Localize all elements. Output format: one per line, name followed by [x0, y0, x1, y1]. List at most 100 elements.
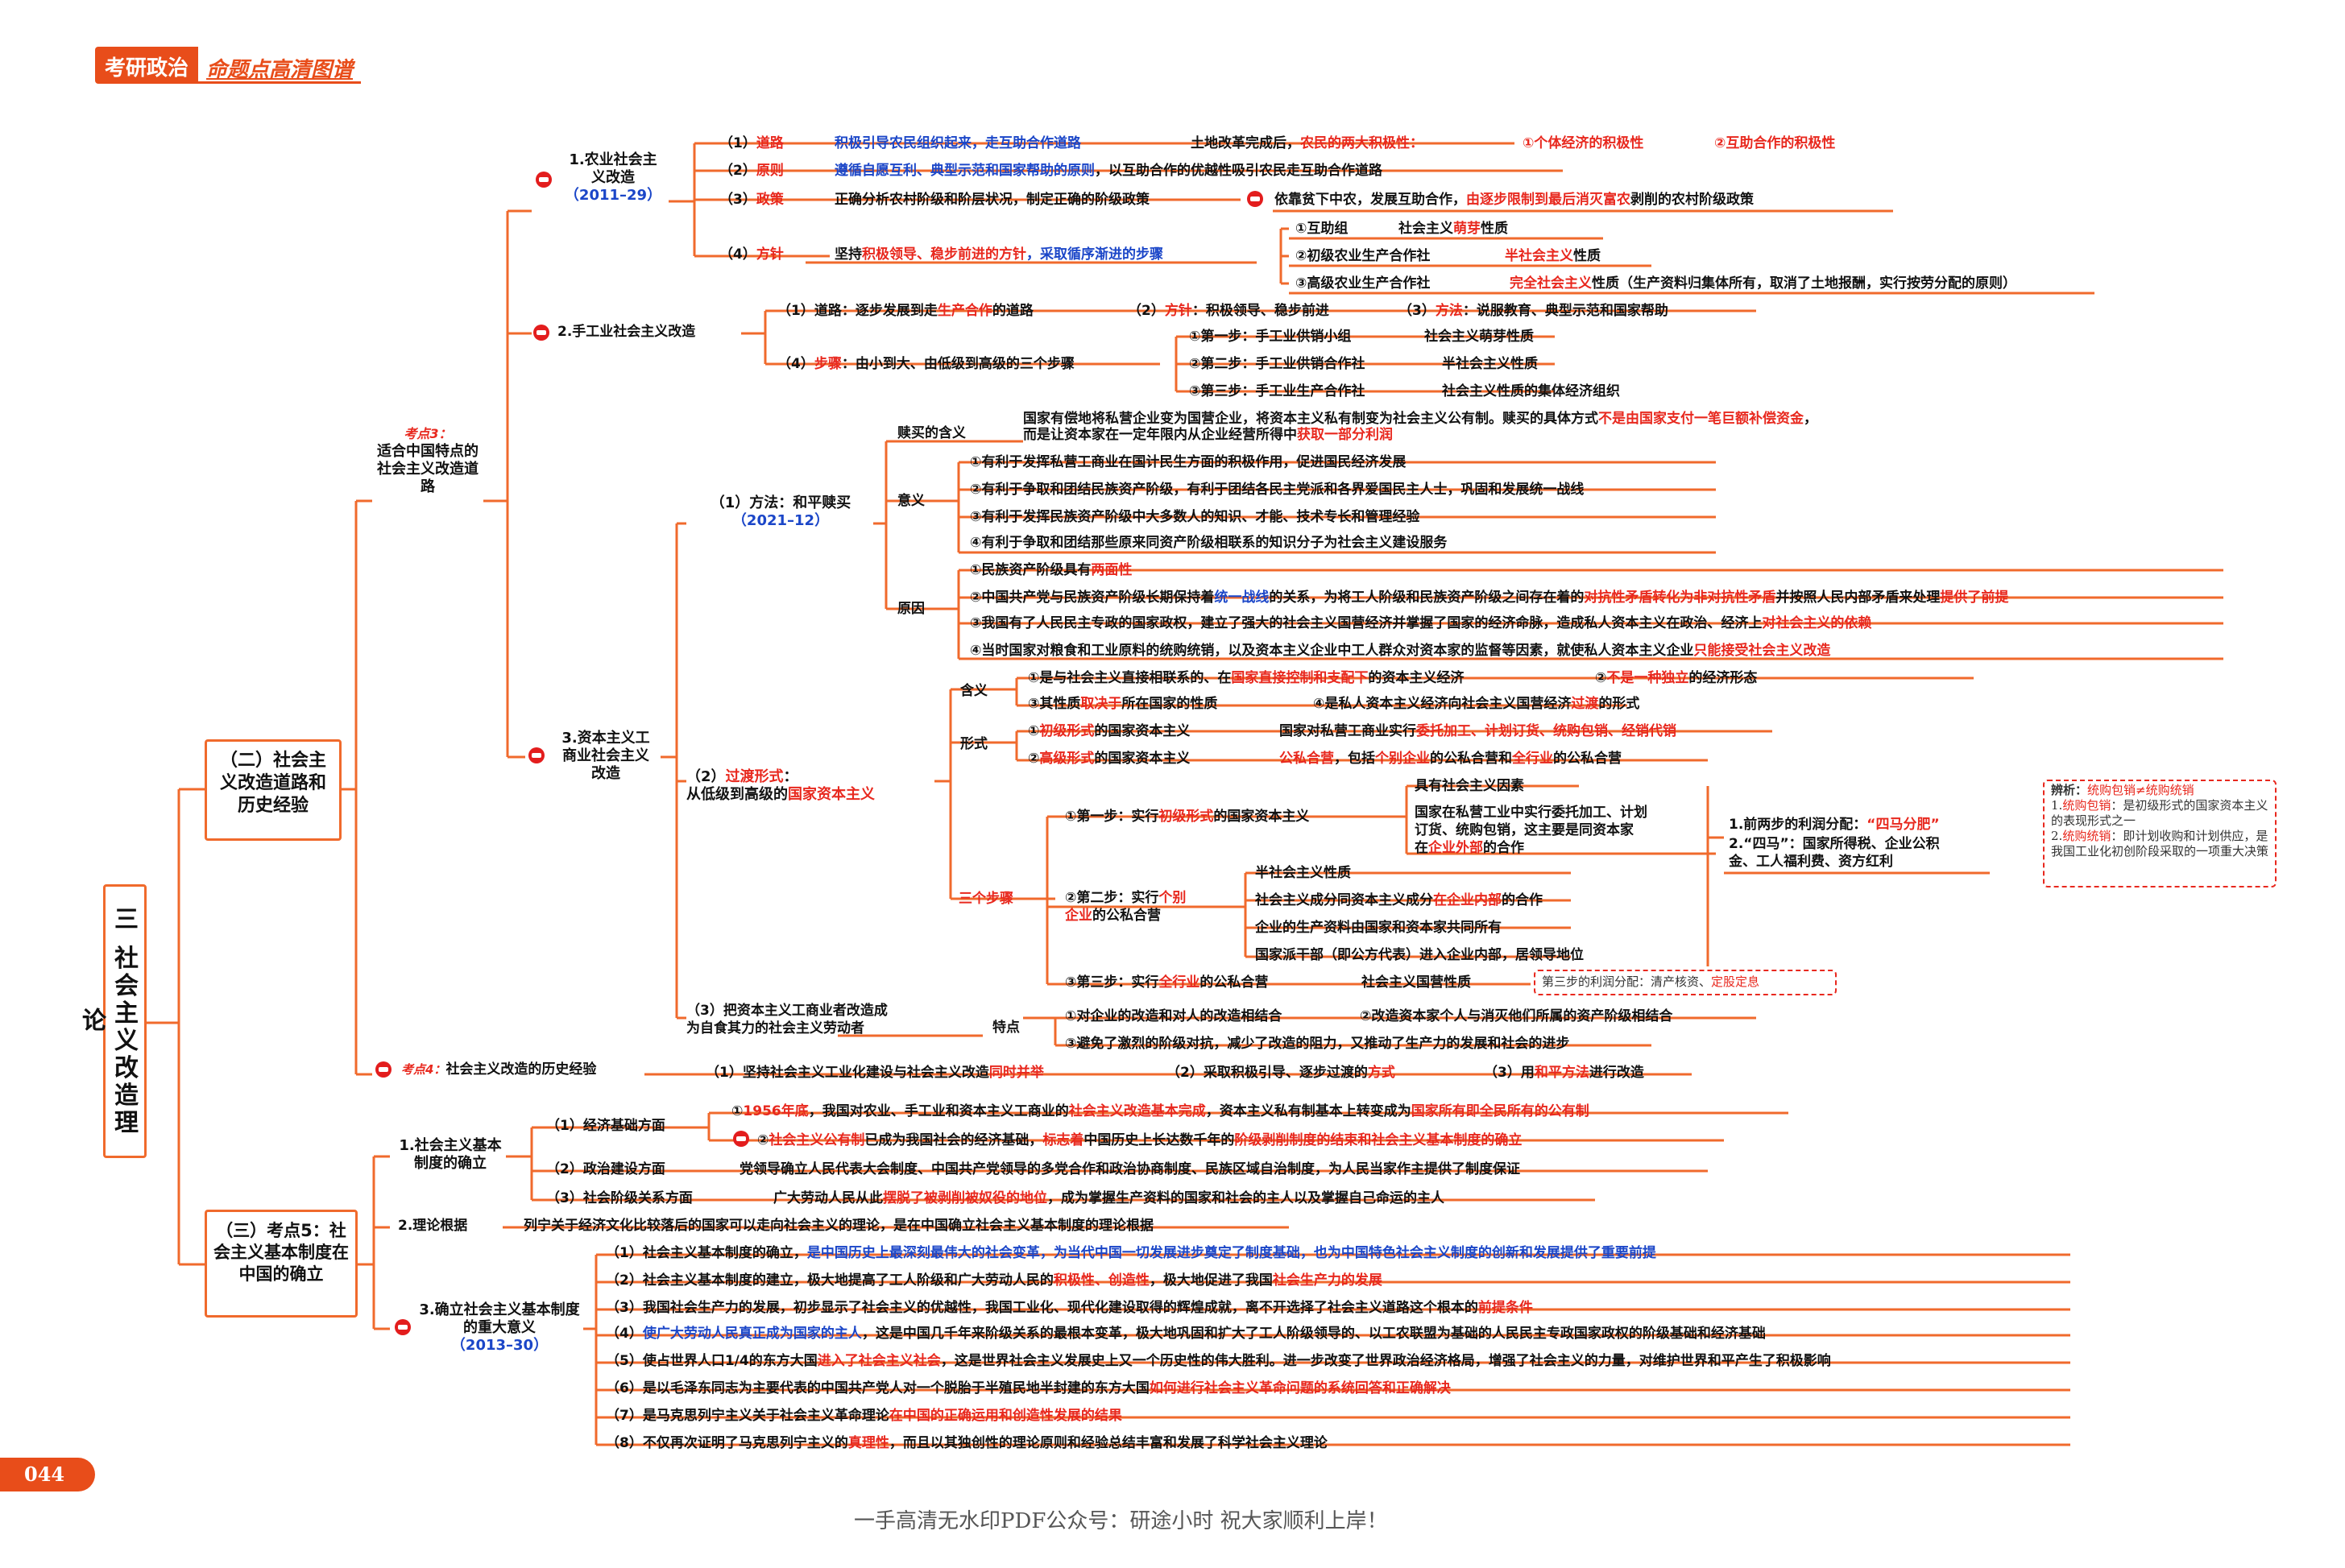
eco-item-2: ②社会主义公有制已成为我国社会的经济基础，标志着中国历史上长达数千年的阶级剥削制… — [757, 1132, 1523, 1148]
shu-line-2: 而是让资本家在一定年限内从企业经营所得中获取一部分利润 — [1023, 427, 1393, 443]
key-point-marker — [533, 325, 549, 341]
hand-step-1-nature: 社会主义萌芽性质 — [1424, 329, 1534, 345]
key-point-marker — [1247, 191, 1263, 207]
cap-transform: （3）把资本主义工商业者改造成为自食其力的社会主义劳动者 — [686, 1003, 888, 1036]
kd3-tag: 考点3： — [404, 426, 452, 441]
hand-method: （3）方法：说服教育、典型示范和国家帮助 — [1398, 303, 1668, 319]
yi-label: 意义 — [897, 493, 925, 509]
xs-item-2-desc: 公私合营，包括个别企业的公私合营和全行业的公私合营 — [1279, 751, 1622, 767]
hy-label: 含义 — [960, 683, 988, 699]
key-point-marker — [536, 172, 552, 188]
agri-policy-text: 正确分析农村阶级和阶层状况，制定正确的阶级政策 — [835, 192, 1150, 208]
yy-item-3: ③我国有了人民民主专政的国家政权，建立了强大的社会主义国营经济并掌握了国家的经济… — [970, 615, 1872, 631]
sg-step-1-x: 具有社会主义因素 — [1415, 778, 1524, 794]
cap-transition: （2）过渡形式： 从低级到高级的国家资本主义 — [686, 768, 875, 803]
profit-note-box — [1534, 970, 1837, 995]
kd4-item-2: （2）采取积极引导、逐步过渡的方式 — [1166, 1065, 1395, 1081]
yy-item-1: ①民族资产阶级具有两面性 — [970, 562, 1133, 578]
hand-steps: （4）步骤：由小到大、由低级到高级的三个步骤 — [777, 356, 1075, 372]
page-number: 044 — [0, 1458, 95, 1491]
profit-1: 1.前两步的利润分配：“四马分肥” — [1729, 817, 1940, 833]
sg-step-2: ②第二步：实行个别 企业的公私合营 — [1065, 890, 1187, 924]
eco-item-1: ①1956年底，我国对农业、手工业和资本主义工商业的社会主义改造基本完成，资本主… — [731, 1103, 1589, 1119]
agri-activeness-1: ①个体经济的积极性 — [1523, 135, 1644, 151]
agri-principle: （2）原则 — [719, 163, 784, 179]
hand-step-3: ③第三步：手工业生产合作社 — [1189, 383, 1365, 399]
td-item-2: ②改造资本家个人与消灭他们所属的资产阶级相结合 — [1360, 1008, 1673, 1024]
yy-label: 原因 — [897, 601, 925, 617]
sg-label: 三个步骤 — [959, 891, 1013, 907]
kd3-label: 适合中国特点的社会主义改造道路 — [377, 443, 479, 495]
key-point-marker — [395, 1319, 411, 1335]
hand-step-2: ②第二步：手工业供销合作社 — [1189, 356, 1365, 372]
kd4-label: 考点4：社会主义改造的历史经验 — [401, 1061, 597, 1078]
agri-step-3-nature: 完全社会主义性质（生产资料归集体所有，取消了土地报酬，实行按劳分配的原则） — [1510, 275, 2016, 292]
cls-text: 广大劳动人民从此摆脱了被剥削被奴役的地位，成为掌握生产资料的国家和社会的主人以及… — [773, 1190, 1444, 1206]
shu-label: 赎买的含义 — [897, 425, 966, 441]
profit-note: 第三步的利润分配：清产核资、定股定息 — [1542, 974, 1760, 989]
cap-method: （1）方法：和平赎买 （2021–12） — [688, 494, 873, 530]
profit-3: 金、工人福利费、资方红利 — [1729, 854, 1893, 870]
sig-item-1: （1）社会主义基本制度的确立，是中国历史上最深刻最伟大的社会变革，为当代中国一切… — [606, 1245, 1656, 1261]
key-point-marker — [733, 1131, 749, 1147]
cap-method-year: （2021–12） — [731, 512, 830, 529]
footer-watermark: 一手高清无水印PDF公众号：研途小时 祝大家顺利上岸！ — [854, 1509, 1388, 1533]
td-item-1: ①对企业的改造和对人的改造相结合 — [1065, 1008, 1282, 1024]
section-3-label: （三）考点5：社会主义基本制度在中国的确立 — [213, 1221, 349, 1284]
root-node: 三 社会主义改造理论 — [77, 884, 147, 1158]
pol-label: （2）政治建设方面 — [546, 1161, 665, 1177]
sig-year: （2013–30） — [450, 1337, 549, 1354]
agri-policy-text2: 依靠贫下中农，发展互助合作，由逐步限制到最后消灭富农剥削的农村阶级政策 — [1274, 192, 1754, 208]
xs-item-2: ②高级形式的国家资本主义 — [1028, 751, 1191, 767]
xs-item-1: ①初级形式的国家资本主义 — [1028, 723, 1191, 739]
eco-label: （1）经济基础方面 — [546, 1118, 665, 1134]
shu-line-1: 国家有偿地将私营企业变为国营企业，将资本主义私有制变为社会主义公有制。赎买的具体… — [1023, 411, 1817, 427]
yy-item-4: ④当时国家对粮食和工业原料的统购统销，以及资本主义企业中工人群众对资本家的监督等… — [970, 643, 1831, 659]
sg-step-2-x1: 半社会主义性质 — [1255, 865, 1351, 881]
hy-item-2: ②不是一种独立的经济形态 — [1595, 670, 1758, 686]
agri-guideline-text: 坚持积极领导、稳步前进的方针，采取循序渐进的步骤 — [835, 246, 1163, 263]
section-2-label: （二）社会主义改造道路和历史经验 — [219, 751, 326, 816]
sg-step-2-x3: 企业的生产资料由国家和资本家共同所有 — [1255, 920, 1502, 936]
theory-label: 2.理论根据 — [398, 1218, 468, 1234]
section-3-node: （三）考点5：社会主义基本制度在中国的确立 — [205, 1210, 358, 1318]
hy-item-3: ③其性质取决于所在国家的性质 — [1028, 696, 1218, 712]
yy-item-2: ②中国共产党与民族资产阶级长期保持着统一战线的关系，为将工人阶级和民族资产阶级之… — [970, 590, 2009, 606]
kd4-item-3: （3）用和平方法进行改造 — [1484, 1065, 1644, 1081]
td-item-3: ③避免了激烈的阶级对抗，减少了改造的阻力，又推动了生产力的发展和社会的进步 — [1065, 1036, 1570, 1052]
kd4-item-1: （1）坚持社会主义工业化建设与社会主义改造同时并举 — [706, 1065, 1044, 1081]
kd3-node: 考点3： 适合中国特点的社会主义改造道路 — [372, 425, 483, 496]
hand-step-1: ①第一步：手工业供销小组 — [1189, 329, 1352, 345]
brand-label: 考研政治 — [95, 47, 199, 84]
key-point-marker — [528, 747, 545, 763]
yi-item-3: ③有利于发挥民族资产阶级中大多数人的知识、才能、技术专长和管理经验 — [970, 509, 1420, 525]
sig-item-8: （8）不仅再次证明了马克思列宁主义的真理性，而且以其独创性的理论原则和经验总结丰… — [606, 1435, 1328, 1451]
hy-item-4: ④是私人资本主义经济向社会主义国营经济过渡的形式 — [1313, 696, 1640, 712]
sig-item-3: （3）我国社会生产力的发展，初步显示了社会主义的优越性，我国工业化、现代化建设取… — [606, 1300, 1533, 1316]
hy-item-1: ①是与社会主义直接相联系的、在国家直接控制和支配下的资本主义经济 — [1028, 670, 1465, 686]
agri-road: （1）道路 — [719, 135, 784, 151]
sig-item-7: （7）是马克思列宁主义关于社会主义革命理论在中国的正确运用和创造性发展的结果 — [606, 1408, 1122, 1424]
sg-step-1-y: 国家在私营工业中实行委托加工、计划订货、统购包销，这主要是同资本家在企业外部的合… — [1415, 805, 1647, 856]
sig-item-2: （2）社会主义基本制度的建立，极大地提高了工人阶级和广大劳动人民的积极性、创造性… — [606, 1272, 1382, 1289]
sg-step-2-x2: 社会主义成分同资本主义成分在企业内部的合作 — [1255, 892, 1543, 908]
section-2-node: （二）社会主义改造道路和历史经验 — [205, 739, 342, 841]
pol-text: 党领导确立人民代表大会制度、中国共产党领导的多党合作和政治协商制度、民族区域自治… — [740, 1161, 1520, 1177]
root-label: 三 社会主义改造理论 — [77, 905, 138, 1137]
est-title: 1.社会主义基本制度的确立 — [399, 1137, 502, 1172]
sg-step-3: ③第三步：实行全行业的公私合营 — [1065, 974, 1269, 991]
key-point-marker — [375, 1061, 392, 1078]
yi-item-1: ①有利于发挥私营工商业在国计民生方面的积极作用，促进国民经济发展 — [970, 454, 1407, 470]
agri-principle-text: 遵循自愿互利、典型示范和国家帮助的原则，以互助合作的优越性吸引农民走互助合作道路 — [835, 163, 1382, 179]
profit-2: 2.“四马”：国家所得税、企业公积 — [1729, 836, 1940, 852]
analysis-note-box — [2043, 780, 2277, 887]
sig-item-4: （4）使广大劳动人民真正成为国家的主人，这是中国几千年来阶级关系的最根本变革，极… — [606, 1326, 1766, 1342]
agri-year: （2011–29） — [564, 187, 662, 204]
hand-step-2-nature: 半社会主义性质 — [1442, 356, 1538, 372]
yi-item-2: ②有利于争取和团结民族资产阶级，有利于团结各民主党派和各界爱国民主人士，巩固和发… — [970, 482, 1585, 498]
sg-step-1: ①第一步：实行初级形式的国家资本主义 — [1065, 809, 1310, 825]
agri-road-text: 积极引导农民组织起来，走互助合作道路 — [835, 135, 1081, 151]
sig-title: 3.确立社会主义基本制度的重大意义 （2013–30） — [419, 1301, 580, 1354]
agri-step-2-nature: 半社会主义性质 — [1505, 248, 1601, 264]
agri-guideline: （4）方针 — [719, 246, 784, 263]
